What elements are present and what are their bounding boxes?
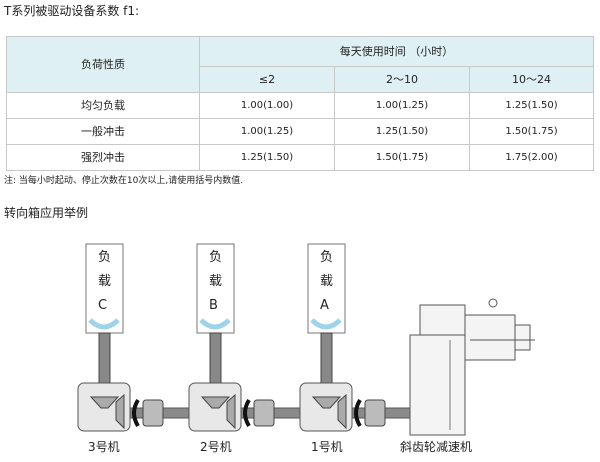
coupling [253,399,275,427]
reducer-label: 斜齿轮减速机 [400,440,473,454]
rotation-arrow-icon [88,318,120,330]
cell: 1.00(1.25) [199,118,335,145]
rotation-arrow-icon [354,398,362,428]
cell: 1.75(2.00) [469,144,594,171]
load-label: B [209,298,218,313]
table-note: 注: 当每小时起动、停止次数在10次以上,请使用括号内数值. [4,176,244,186]
time-col: ≤2 [199,66,335,93]
time-col: 10～24 [469,66,594,93]
cell: 1.00(1.25) [334,92,470,119]
load-label: 负 [209,250,223,265]
load-label: 负 [320,250,334,265]
steering-box-unit [188,243,275,432]
load-box [307,243,346,334]
helical-gear-reducer [409,298,535,436]
machine-label-2: 2号机 [200,440,232,454]
load-label: 载 [320,274,334,289]
rotation-arrow-icon [199,318,231,330]
time-header: 每天使用时间 （小时） [199,36,594,67]
cell: 1.25(1.50) [334,118,470,145]
cell: 1.50(1.75) [334,144,470,171]
load-box [85,243,124,334]
rotation-arrow-icon [310,318,342,330]
steering-box-unit [299,243,386,432]
cell: 1.25(1.50) [469,92,594,119]
load-label: 负 [98,250,112,265]
machine-label-1: 1号机 [311,440,343,454]
load-label: 载 [209,274,223,289]
row-label: 强烈冲击 [6,144,200,171]
load-box [196,243,235,334]
cell: 1.25(1.50) [199,144,335,171]
rotation-arrow-icon [132,398,140,428]
coupling [364,399,386,427]
load-label: C [98,298,108,313]
coupling [142,399,164,427]
load-label: 载 [98,274,112,289]
steering-box-unit [77,243,164,432]
table-title: T系列被驱动设备系数 f1: [4,4,140,18]
row-label: 一般冲击 [6,118,200,145]
load-label: A [320,298,329,313]
section-title: 转向箱应用举例 [4,206,89,220]
machine-label-3: 3号机 [88,440,120,454]
rotation-arrow-icon [243,398,251,428]
